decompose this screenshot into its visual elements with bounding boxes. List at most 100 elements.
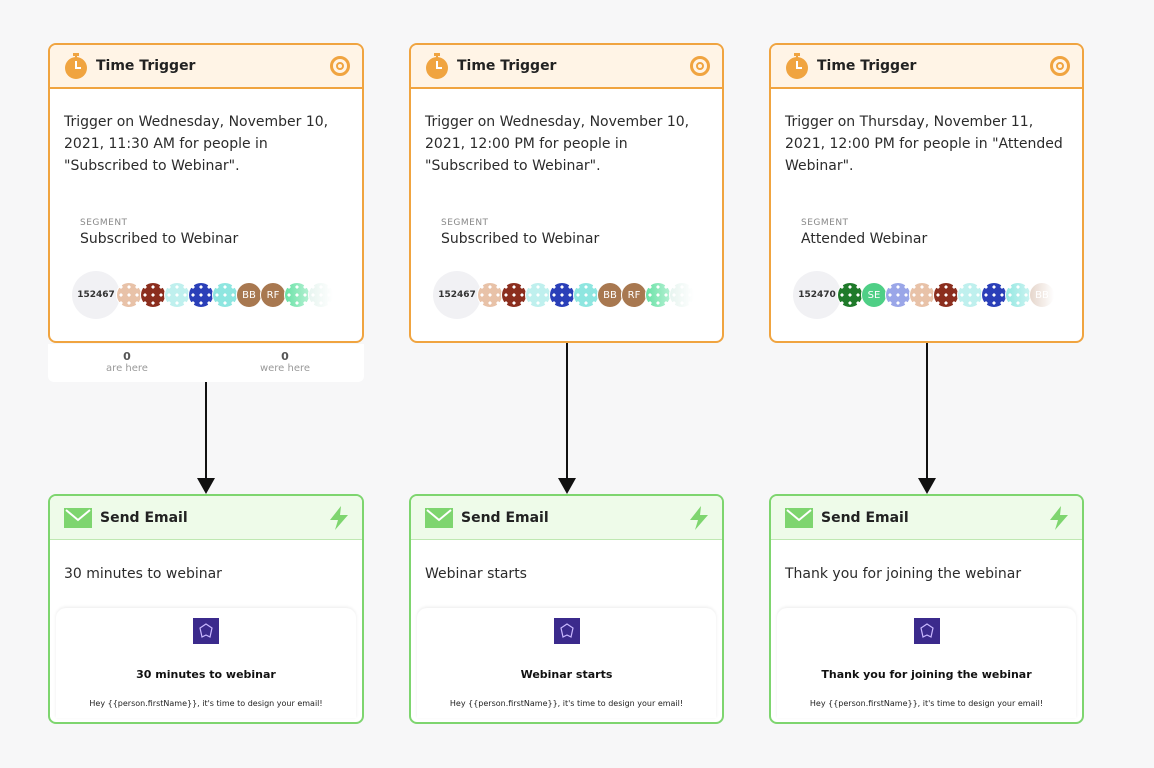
- time-trigger-card-1[interactable]: Time Trigger Trigger on Wednesday, Novem…: [48, 43, 364, 343]
- send-email-card-2[interactable]: Send Email Webinar starts Webinar starts…: [409, 494, 724, 724]
- avatar: [837, 282, 863, 308]
- card-title: Send Email: [461, 509, 549, 526]
- email-preview[interactable]: 30 minutes to webinar Hey {{person.first…: [56, 608, 356, 718]
- email-subject: Thank you for joining the webinar: [785, 566, 1022, 582]
- avatar: [212, 282, 238, 308]
- segment-name: Subscribed to Webinar: [80, 231, 239, 247]
- logo-icon: [913, 618, 940, 644]
- preview-body: Hey {{person.firstName}}, it's time to d…: [449, 699, 684, 708]
- target-icon[interactable]: [330, 56, 350, 76]
- card-header: Time Trigger: [771, 45, 1082, 89]
- lightning-icon[interactable]: [328, 505, 350, 530]
- email-subject: Webinar starts: [425, 566, 527, 582]
- lightning-icon[interactable]: [1048, 505, 1070, 530]
- card-title: Send Email: [821, 509, 909, 526]
- card-header: Send Email: [50, 496, 362, 540]
- card-title: Send Email: [100, 509, 188, 526]
- send-email-card-1[interactable]: Send Email 30 minutes to webinar 30 minu…: [48, 494, 364, 724]
- avatar: [116, 282, 142, 308]
- avatar: [164, 282, 190, 308]
- preview-body: Hey {{person.firstName}}, it's time to d…: [809, 699, 1044, 708]
- email-subject: 30 minutes to webinar: [64, 566, 222, 582]
- trigger-description: Trigger on Wednesday, November 10, 2021,…: [64, 114, 329, 174]
- logo-icon: [553, 618, 580, 644]
- arrow-head-icon: [558, 478, 576, 494]
- avatar: [645, 282, 671, 308]
- people-count: 152467: [433, 271, 481, 319]
- segment-info: SEGMENT Subscribed to Webinar: [80, 218, 238, 247]
- stat-value: 0: [281, 350, 289, 363]
- avatar: [933, 282, 959, 308]
- stat-were-here: 0 were here: [206, 344, 364, 382]
- avatar: [501, 282, 527, 308]
- lightning-icon[interactable]: [688, 505, 710, 530]
- trigger-description: Trigger on Wednesday, November 10, 2021,…: [425, 114, 690, 174]
- avatar: [957, 282, 983, 308]
- segment-label: SEGMENT: [441, 218, 489, 228]
- avatar: [477, 282, 503, 308]
- segment-name: Subscribed to Webinar: [441, 231, 600, 247]
- card-header: Send Email: [771, 496, 1082, 540]
- arrow-head-icon: [197, 478, 215, 494]
- people-count: 152470: [793, 271, 841, 319]
- target-icon[interactable]: [690, 56, 710, 76]
- avatar: BB: [1029, 282, 1055, 308]
- card-header: Send Email: [411, 496, 722, 540]
- avatar: [525, 282, 551, 308]
- segment-info: SEGMENT Attended Webinar: [801, 218, 927, 247]
- segment-name: Attended Webinar: [801, 231, 928, 247]
- stat-value: 0: [123, 350, 131, 363]
- arrow-head-icon: [918, 478, 936, 494]
- people-avatars: 152467 BB RF: [433, 271, 703, 319]
- card-header: Time Trigger: [50, 45, 362, 89]
- avatar: [909, 282, 935, 308]
- segment-info: SEGMENT Subscribed to Webinar: [441, 218, 599, 247]
- email-preview[interactable]: Thank you for joining the webinar Hey {{…: [777, 608, 1076, 718]
- card-title: Time Trigger: [96, 58, 196, 74]
- envelope-icon: [64, 507, 92, 528]
- connector-line: [566, 343, 568, 480]
- avatar: [885, 282, 911, 308]
- avatar: [573, 282, 599, 308]
- target-icon[interactable]: [1050, 56, 1070, 76]
- avatar: [981, 282, 1007, 308]
- avatar: [549, 282, 575, 308]
- time-trigger-card-3[interactable]: Time Trigger Trigger on Thursday, Novemb…: [769, 43, 1084, 343]
- avatar: [284, 282, 310, 308]
- people-avatars: 152467 BB RF: [72, 271, 342, 319]
- send-email-card-3[interactable]: Send Email Thank you for joining the web…: [769, 494, 1084, 724]
- segment-label: SEGMENT: [801, 218, 849, 228]
- email-preview[interactable]: Webinar starts Hey {{person.firstName}},…: [417, 608, 716, 718]
- avatar: [140, 282, 166, 308]
- connector-line: [205, 382, 207, 480]
- preview-body: Hey {{person.firstName}}, it's time to d…: [89, 699, 323, 708]
- avatar: [188, 282, 214, 308]
- card-title: Time Trigger: [817, 58, 917, 74]
- preview-title: Webinar starts: [520, 668, 613, 681]
- avatar: RF: [260, 282, 286, 308]
- stat-label: are here: [106, 363, 148, 374]
- stopwatch-icon: [426, 53, 448, 79]
- stat-label: were here: [259, 363, 311, 374]
- avatar: BB: [597, 282, 623, 308]
- avatar: BB: [236, 282, 262, 308]
- trigger-stats: 0 are here 0 were here: [48, 344, 364, 382]
- stopwatch-icon: [65, 53, 87, 79]
- avatar: [308, 282, 334, 308]
- segment-label: SEGMENT: [80, 218, 128, 228]
- envelope-icon: [785, 507, 813, 528]
- trigger-description: Trigger on Thursday, November 11, 2021, …: [785, 114, 1063, 174]
- envelope-icon: [425, 507, 453, 528]
- logo-icon: [193, 618, 219, 644]
- preview-title: 30 minutes to webinar: [136, 668, 276, 681]
- time-trigger-card-2[interactable]: Time Trigger Trigger on Wednesday, Novem…: [409, 43, 724, 343]
- people-count: 152467: [72, 271, 120, 319]
- avatar: RF: [621, 282, 647, 308]
- people-avatars: 152470 SE BB: [793, 271, 1063, 319]
- avatar: [1005, 282, 1031, 308]
- stat-are-here: 0 are here: [48, 344, 206, 382]
- connector-line: [926, 343, 928, 480]
- avatar: SE: [861, 282, 887, 308]
- card-title: Time Trigger: [457, 58, 557, 74]
- stopwatch-icon: [786, 53, 808, 79]
